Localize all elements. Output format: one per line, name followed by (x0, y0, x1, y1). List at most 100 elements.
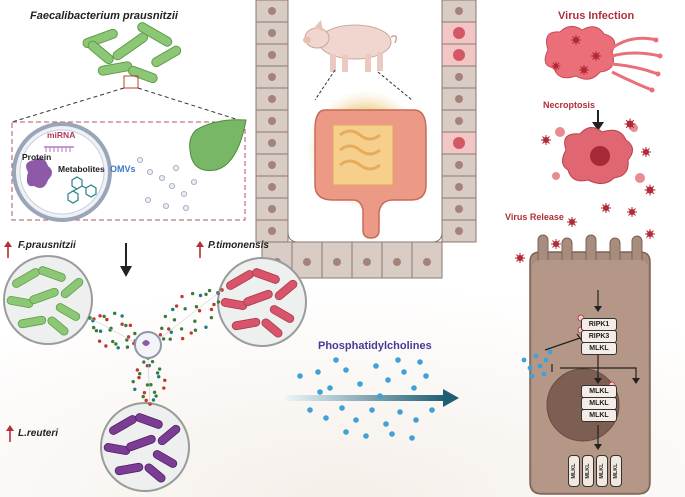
bacterium-rod (6, 296, 34, 308)
phosphatidylcholine-dot (363, 433, 369, 439)
arrow-up-icon (6, 425, 14, 442)
bacterium-rod (29, 287, 59, 305)
bacterium-rod (231, 317, 261, 331)
virus-particle (569, 219, 575, 225)
intestine-icon (306, 90, 427, 239)
protein-label: Protein (22, 152, 52, 162)
virus-particle (629, 209, 635, 215)
virus-infection-label: Virus Infection (558, 10, 635, 22)
bacterium-rod (269, 305, 295, 323)
bacterium-rod (274, 279, 298, 301)
bacterium-rod (97, 61, 133, 76)
omv-vesicle (136, 156, 143, 163)
bacterium-rod (144, 463, 166, 483)
omv-vesicle (162, 202, 169, 209)
phosphatidylcholine-dot (353, 417, 359, 423)
omv-vesicle (180, 190, 187, 197)
phosphatidylcholine-dot (397, 409, 403, 415)
phosphatidylcholine-dot (373, 363, 379, 369)
faecalibacterium-rods (82, 22, 182, 84)
phosphatidylcholine-dot (369, 407, 375, 413)
phosphatidylcholine-dot (323, 415, 329, 421)
phosphatidylcholine-dot (429, 407, 435, 413)
phosphatidylcholine-dot (357, 381, 363, 387)
phosphatidylcholine-dot (409, 435, 415, 441)
phosphatidylcholine-dot (317, 389, 323, 395)
phosphatidylcholine-dot (383, 421, 389, 427)
virus-particle (553, 241, 559, 247)
virus-particle (593, 53, 599, 59)
mlkl-nuclear-box-3: MLKL (581, 409, 617, 422)
phosphatidylcholine-dot (307, 407, 313, 413)
pig-icon (303, 20, 398, 72)
lreuteri-rods (103, 413, 181, 483)
phosphatidylcholine-dot (389, 431, 395, 437)
phosphatidylcholine-dot (297, 373, 303, 379)
fprausnitzii-label: F.prausnitzii (18, 240, 76, 251)
virus-particle (647, 231, 653, 237)
ptimonensis-label: P.timonensis (208, 240, 269, 251)
omv-zoom-panel (11, 121, 246, 221)
necroptotic-cell (552, 124, 645, 184)
phosphatidylcholine-dot (541, 371, 547, 377)
virus-particle (517, 255, 523, 261)
bacterium-rod (47, 316, 69, 336)
omv-vesicle (144, 196, 151, 203)
phosphatidylcholine-dot (417, 359, 423, 365)
phosphatidylcholine-dot (547, 349, 553, 355)
bacterium-rod (17, 315, 47, 329)
virus-particle (643, 149, 649, 155)
virus-release-label: Virus Release (505, 212, 564, 222)
bacterium-rod (157, 424, 181, 446)
ptimonensis-rods (220, 268, 298, 338)
signaling-arrows (544, 290, 637, 446)
phosphatidylcholine-dot (327, 385, 333, 391)
phosphatidylcholine-dot (413, 417, 419, 423)
phosphatidylcholine-dot (395, 357, 401, 363)
zoom-box (123, 75, 139, 89)
phosphatidylcholine-dot (411, 385, 417, 391)
bacterium-cell-fragment (189, 119, 247, 172)
phosphatidylcholine-dot (537, 363, 543, 369)
omv-small-vesicles (136, 156, 197, 211)
bacterium-rod (55, 303, 81, 321)
phosphatidylcholine-dot (343, 429, 349, 435)
mirna-label: miRNA (47, 130, 76, 140)
omv-vesicle (190, 178, 197, 185)
omv-vesicle (168, 182, 175, 189)
bacterium-rod (87, 40, 114, 65)
bacterium-rod (137, 22, 173, 47)
phosphatidylcholine-dots (297, 357, 435, 441)
phosphatidylcholine-dot (543, 357, 549, 363)
phosphatidylcholine-dot (343, 367, 349, 373)
phosphatidylcholine-dot (339, 405, 345, 411)
virus-infected-cell (544, 26, 663, 93)
bacterium-rod (60, 277, 84, 299)
phosphatidylcholine-dot (529, 373, 535, 379)
omv-vesicle (146, 168, 153, 175)
virus-particle (646, 186, 654, 194)
omv-vesicle (172, 164, 179, 171)
phosphatidylcholine-dot (315, 369, 321, 375)
bacterium-rod (126, 434, 156, 452)
mlkl-box: MLKL (581, 342, 617, 355)
mlkl-pore-4: MLKL (610, 455, 622, 487)
omv-vesicle-large (12, 122, 112, 222)
virus-particle (573, 37, 579, 43)
virus-particle (553, 63, 559, 69)
virus-particle (626, 120, 634, 128)
omvs-label: OMVs (110, 164, 136, 174)
phosphatidylcholine-arrow (285, 395, 445, 401)
lreuteri-label: L.reuteri (18, 428, 59, 439)
arrow-up-icon (196, 241, 204, 258)
virus-particle (581, 67, 587, 73)
mlkl-pore-3: MLKL (596, 455, 608, 487)
phosphatidylcholine-dot (527, 365, 533, 371)
bacterium-rod (151, 45, 182, 68)
bacterium-rod (243, 289, 273, 307)
necroptosis-label: Necroptosis (543, 100, 596, 110)
metabolites-label: Metabolites (58, 164, 105, 174)
bacterium-rod (114, 462, 144, 476)
phosphatidylcholine-dot (385, 377, 391, 383)
